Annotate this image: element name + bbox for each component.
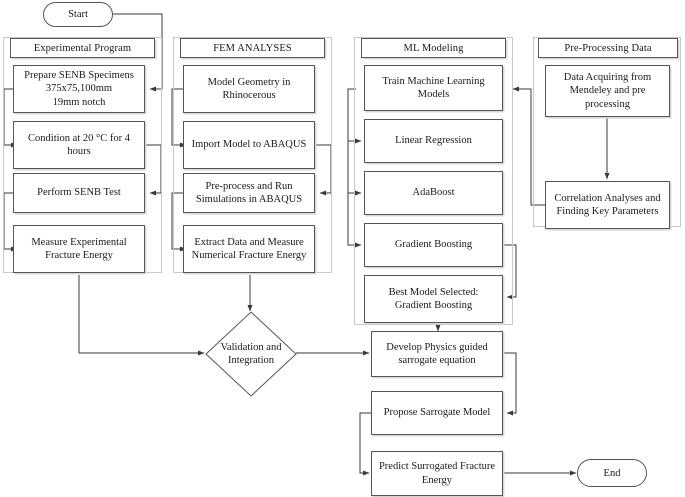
node-line: processing — [585, 98, 630, 110]
node-train-models[interactable]: Train Machine Learning Models — [364, 65, 503, 111]
node-line: Best Model Selected: — [388, 286, 479, 298]
decision-line: Validation and — [220, 341, 282, 353]
wire-measure-to-validation — [78, 275, 205, 356]
node-line: sarrogate equation — [398, 355, 476, 366]
node-best-model-selected[interactable]: Best Model Selected: Gradient Boosting — [364, 275, 503, 323]
node-line: AdaBoost — [412, 187, 455, 199]
node-measure-experimental[interactable]: Measure Experimental Fracture Energy — [13, 225, 145, 273]
node-correlation-analyses[interactable]: Correlation Analyses and Finding Key Par… — [545, 181, 670, 229]
node-line: Finding Key Parameters — [556, 206, 659, 217]
node-linear-regression[interactable]: Linear Regression — [364, 119, 503, 163]
node-line: Energy — [421, 474, 453, 486]
node-line: Pre-process and Run — [205, 180, 293, 192]
node-line: Model Geometry in — [207, 76, 291, 88]
panel-title-label: FEM ANALYSES — [213, 42, 292, 54]
node-line: Fracture Energy — [45, 250, 113, 261]
node-line: Linear Regression — [395, 135, 472, 147]
node-propose-sarrogate-model[interactable]: Propose Sarrogate Model — [371, 391, 503, 435]
node-line: 375x75,100mm — [45, 83, 113, 95]
node-line: 19mm notch — [52, 96, 106, 108]
panel-title-label: Pre-Processing Data — [564, 42, 652, 54]
decision-label: Validation and Integration — [205, 311, 297, 397]
diamond-shape — [205, 311, 297, 397]
node-gradient-boosting[interactable]: Gradient Boosting — [364, 223, 503, 267]
node-data-acquiring[interactable]: Data Acquiring from Mendeley and pre pro… — [545, 65, 670, 117]
panel-title-label: Experimental Program — [33, 42, 132, 54]
node-line: Data Acquiring from — [563, 71, 652, 83]
node-line: Mendeley and pre — [569, 85, 646, 97]
node-preprocess-run[interactable]: Pre-process and Run Simulations in ABAQU… — [183, 173, 315, 213]
terminator-end-label: End — [603, 467, 621, 479]
node-model-geometry[interactable]: Model Geometry in Rhinocerous — [183, 65, 315, 113]
node-line: Correlation Analyses and — [554, 192, 661, 204]
wire-develop-to-propose — [503, 352, 517, 416]
panel-ml-modeling — [354, 37, 513, 325]
node-develop-equation[interactable]: Develop Physics guided sarrogate equatio… — [371, 331, 503, 377]
node-line: Measure Experimental — [31, 236, 127, 248]
panel-title-experimental-program[interactable]: Experimental Program — [10, 38, 155, 58]
node-line: Numerical Fracture Energy — [191, 250, 307, 261]
panel-title-fem-analyses[interactable]: FEM ANALYSES — [180, 38, 325, 58]
node-line: Propose Sarrogate Model — [383, 407, 491, 419]
decision-line: Integration — [227, 355, 275, 366]
node-line: Simulations in ABAQUS — [195, 194, 303, 205]
node-line: Condition at 20 °C for 4 — [28, 132, 130, 144]
node-line: Develop Physics guided — [386, 341, 488, 353]
node-adaboost[interactable]: AdaBoost — [364, 171, 503, 215]
panel-title-ml-modeling[interactable]: ML Modeling — [361, 38, 506, 58]
terminator-end[interactable]: End — [577, 459, 647, 487]
node-line: Extract Data and Measure — [194, 236, 304, 248]
node-line: Gradient Boosting — [394, 239, 473, 251]
node-line: Predict Surrogated Fracture — [378, 461, 496, 472]
node-line: hours — [67, 146, 91, 157]
terminator-start-label: Start — [68, 9, 88, 20]
node-import-abaqus[interactable]: Import Model to ABAQUS — [183, 121, 315, 169]
node-line: Train Machine Learning — [382, 75, 485, 87]
node-predict-surrogated-energy[interactable]: Predict Surrogated Fracture Energy — [371, 451, 503, 496]
terminator-start[interactable]: Start — [43, 2, 113, 27]
panel-title-preprocessing-data[interactable]: Pre-Processing Data — [538, 38, 678, 58]
node-prepare-senb[interactable]: Prepare SENB Specimens 375x75,100mm 19mm… — [13, 65, 145, 113]
node-condition[interactable]: Condition at 20 °C for 4 hours — [13, 121, 145, 169]
decision-validation-integration[interactable]: Validation and Integration — [205, 311, 297, 397]
node-line: Gradient Boosting — [394, 300, 473, 311]
node-line: Import Model to ABAQUS — [191, 139, 307, 151]
panel-title-label: ML Modeling — [403, 42, 464, 54]
node-line: Rhinocerous — [222, 90, 276, 101]
node-line: Prepare SENB Specimens — [24, 69, 134, 81]
node-line: Models — [417, 89, 450, 100]
node-extract-data[interactable]: Extract Data and Measure Numerical Fract… — [183, 225, 315, 273]
node-perform-senb[interactable]: Perform SENB Test — [13, 173, 145, 213]
node-line: Perform SENB Test — [37, 187, 121, 199]
